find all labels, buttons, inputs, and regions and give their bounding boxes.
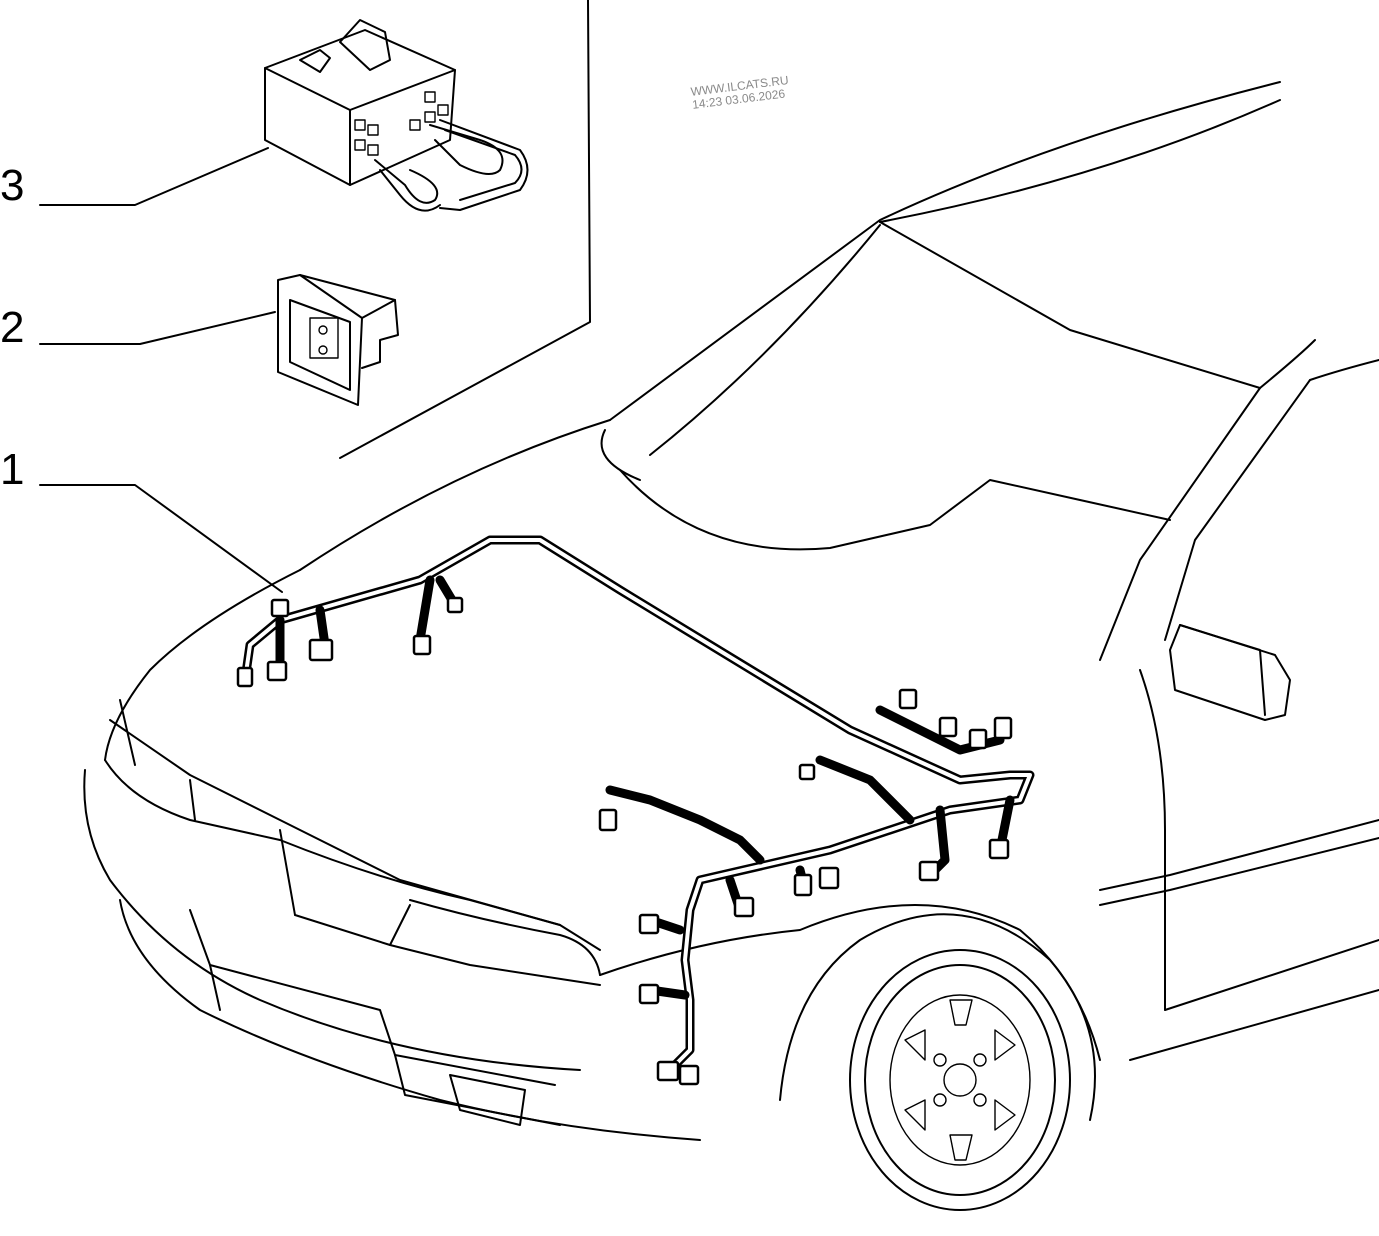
detail-divider-line <box>339 0 591 459</box>
car-body-drawing <box>83 81 1379 1211</box>
connector-block-drawing <box>264 19 529 212</box>
callout-number-1: 1 <box>0 445 25 494</box>
leader-line-3 <box>39 147 269 206</box>
leader-line-1 <box>39 484 283 593</box>
leader-line-2 <box>39 311 276 345</box>
callout-number-2: 2 <box>0 303 25 352</box>
connector-bracket-drawing <box>277 274 399 406</box>
callout-number-3: 3 <box>0 161 25 210</box>
wiring-harness-drawing <box>236 535 1035 1086</box>
